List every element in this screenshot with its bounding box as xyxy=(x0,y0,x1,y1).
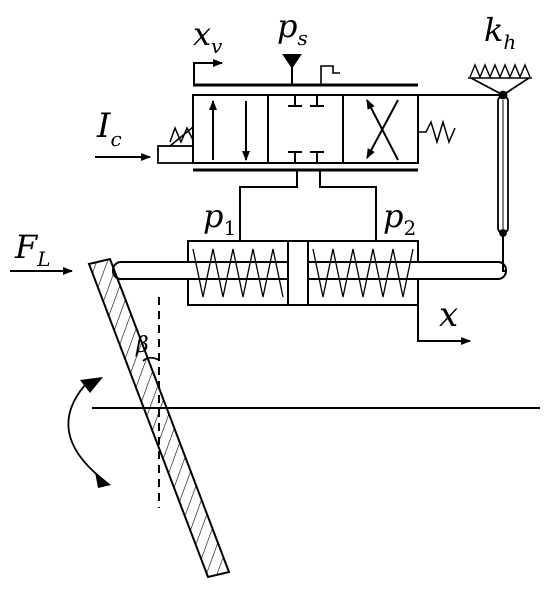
beta-angle-arc xyxy=(142,356,160,362)
piston-rod xyxy=(112,261,507,280)
valve-cell-closed xyxy=(288,95,324,163)
valve-cell-cross xyxy=(366,99,399,161)
label-ps: ps xyxy=(277,7,308,50)
control-surface xyxy=(87,257,231,579)
servo-valve xyxy=(157,54,456,241)
rotation-arrowhead-top xyxy=(80,377,103,393)
label-beta: β xyxy=(135,333,149,358)
valve-cell-parallel xyxy=(209,100,250,161)
rotation-arrowhead-bottom xyxy=(95,472,111,488)
piston xyxy=(287,240,309,306)
label-p1: p1 xyxy=(203,197,236,240)
feedback-spring xyxy=(418,63,532,237)
valve-left-actuator xyxy=(157,125,194,164)
tank-port-symbol xyxy=(320,65,340,85)
label-p2: p2 xyxy=(383,197,416,240)
supply-port-symbol xyxy=(282,54,302,69)
valve-body xyxy=(192,94,419,164)
feedback-spring-zigzag xyxy=(469,63,531,79)
left-chamber-spring xyxy=(192,248,284,298)
line-to-p2 xyxy=(319,170,377,241)
right-chamber-spring xyxy=(312,248,414,298)
label-fl: FL xyxy=(14,228,50,271)
xv-arrow xyxy=(193,59,223,85)
label-xv: xv xyxy=(193,15,223,58)
valve-right-spring xyxy=(418,119,456,145)
x-arrow xyxy=(417,305,471,345)
rotation-arrow xyxy=(67,384,102,479)
label-x: x xyxy=(439,295,458,335)
label-kh: kh xyxy=(484,11,516,54)
rod-feedback-link xyxy=(502,233,506,272)
label-ic: Ic xyxy=(96,106,122,151)
line-to-p1 xyxy=(239,170,298,241)
